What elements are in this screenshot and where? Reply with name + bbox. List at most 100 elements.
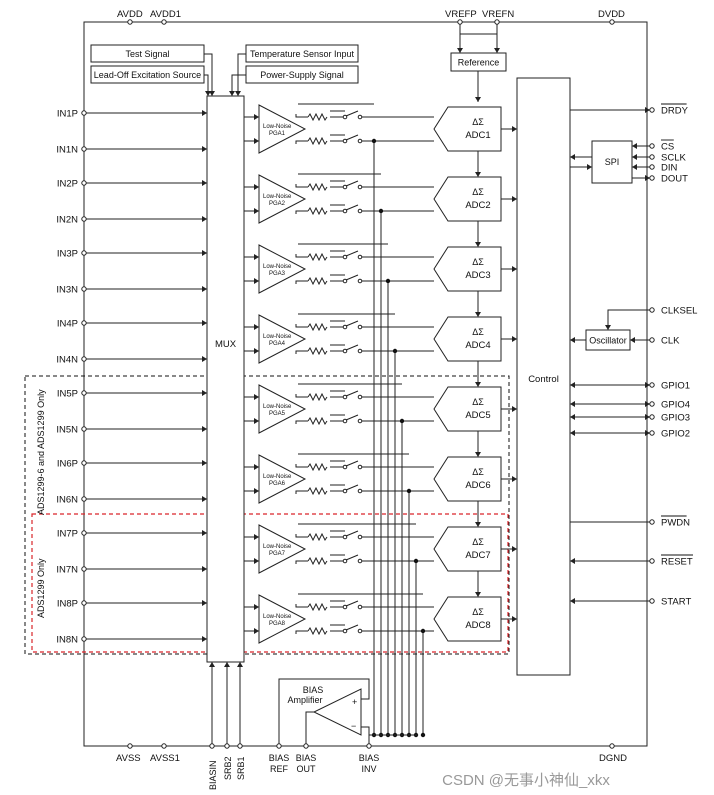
mux-bottom-wires	[211, 662, 241, 744]
pin-bias-inv-1: BIAS	[359, 753, 380, 763]
pin-bias-inv-2: INV	[361, 764, 376, 774]
control-box	[516, 77, 571, 676]
pin-in7p: IN7P	[57, 529, 78, 540]
input-arrow	[202, 216, 207, 222]
pin-gpio4: GPIO4	[661, 400, 690, 411]
switch-top	[330, 180, 345, 206]
bus-tap-dot	[413, 558, 419, 564]
pin-sclk-dot	[649, 154, 655, 160]
pga-label: PGA6	[269, 481, 286, 487]
pin-pwdn-dot	[649, 519, 655, 525]
resistor	[307, 206, 328, 216]
pin-in2n: IN2N	[56, 215, 78, 226]
resistor	[307, 486, 328, 496]
pin-gpio3-dot	[649, 414, 655, 420]
ref-chain-arrow	[475, 592, 481, 597]
switch-node	[342, 394, 348, 400]
pin-in8p-dot	[81, 600, 87, 606]
adc-to-control-arrow	[512, 476, 517, 482]
pin-bias-ref-2: REF	[270, 764, 289, 774]
pin-dout-dot	[649, 175, 655, 181]
pin-gpio1: GPIO1	[661, 381, 690, 392]
adc-to-control-arrow	[512, 406, 517, 412]
input-arrow	[202, 460, 207, 466]
control-io-arrow	[570, 598, 575, 604]
pin-reset-dot	[649, 558, 655, 564]
pga-triangle	[258, 524, 307, 574]
pga-triangle	[258, 384, 307, 434]
resistor-wires	[330, 396, 434, 422]
pin-bias-out-2: OUT	[297, 764, 317, 774]
mux-bottom-arrows	[209, 662, 243, 667]
pin-in6p-dot	[81, 460, 87, 466]
input-arrow	[202, 530, 207, 536]
pin-in3p-dot	[81, 250, 87, 256]
pga-prefix: Low-Noise	[263, 334, 292, 340]
adc-label: ADC8	[465, 620, 490, 631]
region-ads1299-6-label: ADS1299-6 and ADS1299 Only	[36, 389, 46, 515]
pin-reset: RESET	[661, 557, 693, 568]
temp-sensor-label: Temperature Sensor Input	[250, 49, 355, 59]
mux-to-pga	[244, 186, 259, 212]
switch-node	[357, 558, 363, 564]
pga-triangle	[258, 594, 307, 644]
pga-triangle	[258, 314, 307, 364]
resistor	[307, 462, 328, 472]
pin-bias-out-1: BIAS	[296, 753, 317, 763]
pin-in6n: IN6N	[56, 495, 78, 506]
pga-out-wires	[295, 103, 374, 144]
pin-dvdd-dot	[609, 19, 615, 25]
pin-clk-dot	[649, 337, 655, 343]
switch-node	[357, 254, 363, 260]
switch-node	[357, 394, 363, 400]
pin-gpio1-dot	[649, 382, 655, 388]
channels: Low-NoisePGA1ΔΣADC1Low-NoisePGA2ΔΣADC2Lo…	[244, 103, 517, 738]
switch-node	[357, 114, 363, 120]
pin-srb2: SRB2	[223, 756, 233, 780]
pga-out-wires	[295, 313, 395, 354]
pin-in7n-dot	[81, 566, 87, 572]
resistor	[307, 322, 328, 332]
pin-drdy-dot	[649, 107, 655, 113]
control-io-arrow	[645, 175, 650, 181]
bias-amp-minus: −	[351, 721, 356, 731]
pin-avss-dot	[127, 743, 133, 749]
switch-node	[357, 208, 363, 214]
mux-to-pga-arrows	[254, 534, 259, 564]
control-io-arrow	[632, 143, 637, 149]
pin-dout: DOUT	[661, 174, 688, 185]
pin-avss1: AVSS1	[150, 753, 180, 764]
resistor	[307, 416, 328, 426]
pin-in3n-dot	[81, 286, 87, 292]
switch-lever	[345, 460, 359, 491]
spi-control-arrows	[570, 154, 592, 170]
pin-in3p: IN3P	[57, 249, 78, 260]
pin-in8n-dot	[81, 636, 87, 642]
control-label: Control	[528, 374, 559, 385]
pin-in4p-dot	[81, 320, 87, 326]
adc-to-control-arrow	[512, 616, 517, 622]
bus-tap-dot	[385, 278, 391, 284]
pin-avdd-dot	[127, 19, 133, 25]
bias-amp-plus: +	[352, 697, 357, 707]
input-pins: IN1PIN1NIN2PIN2NIN3PIN3NIN4PIN4NIN5PIN5N…	[56, 109, 207, 646]
pin-in8p: IN8P	[57, 599, 78, 610]
switch-top	[330, 600, 345, 626]
pin-in7n: IN7N	[56, 565, 78, 576]
right-pins: DRDYCSSCLKDINDOUTCLKSELCLKGPIO1GPIO4GPIO…	[570, 103, 697, 608]
input-arrow	[202, 426, 207, 432]
pin-bias-inv-dot	[366, 743, 372, 749]
resistor-wires	[330, 466, 434, 492]
pin-in1n-dot	[81, 146, 87, 152]
switch-node	[342, 208, 348, 214]
adc-to-control-arrow	[512, 126, 517, 132]
ref-chain-arrow	[475, 452, 481, 457]
adc-symbol: ΔΣ	[472, 117, 484, 127]
pin-sclk: SCLK	[661, 153, 686, 164]
pin-clksel-dot	[649, 307, 655, 313]
adc-symbol: ΔΣ	[472, 467, 484, 477]
